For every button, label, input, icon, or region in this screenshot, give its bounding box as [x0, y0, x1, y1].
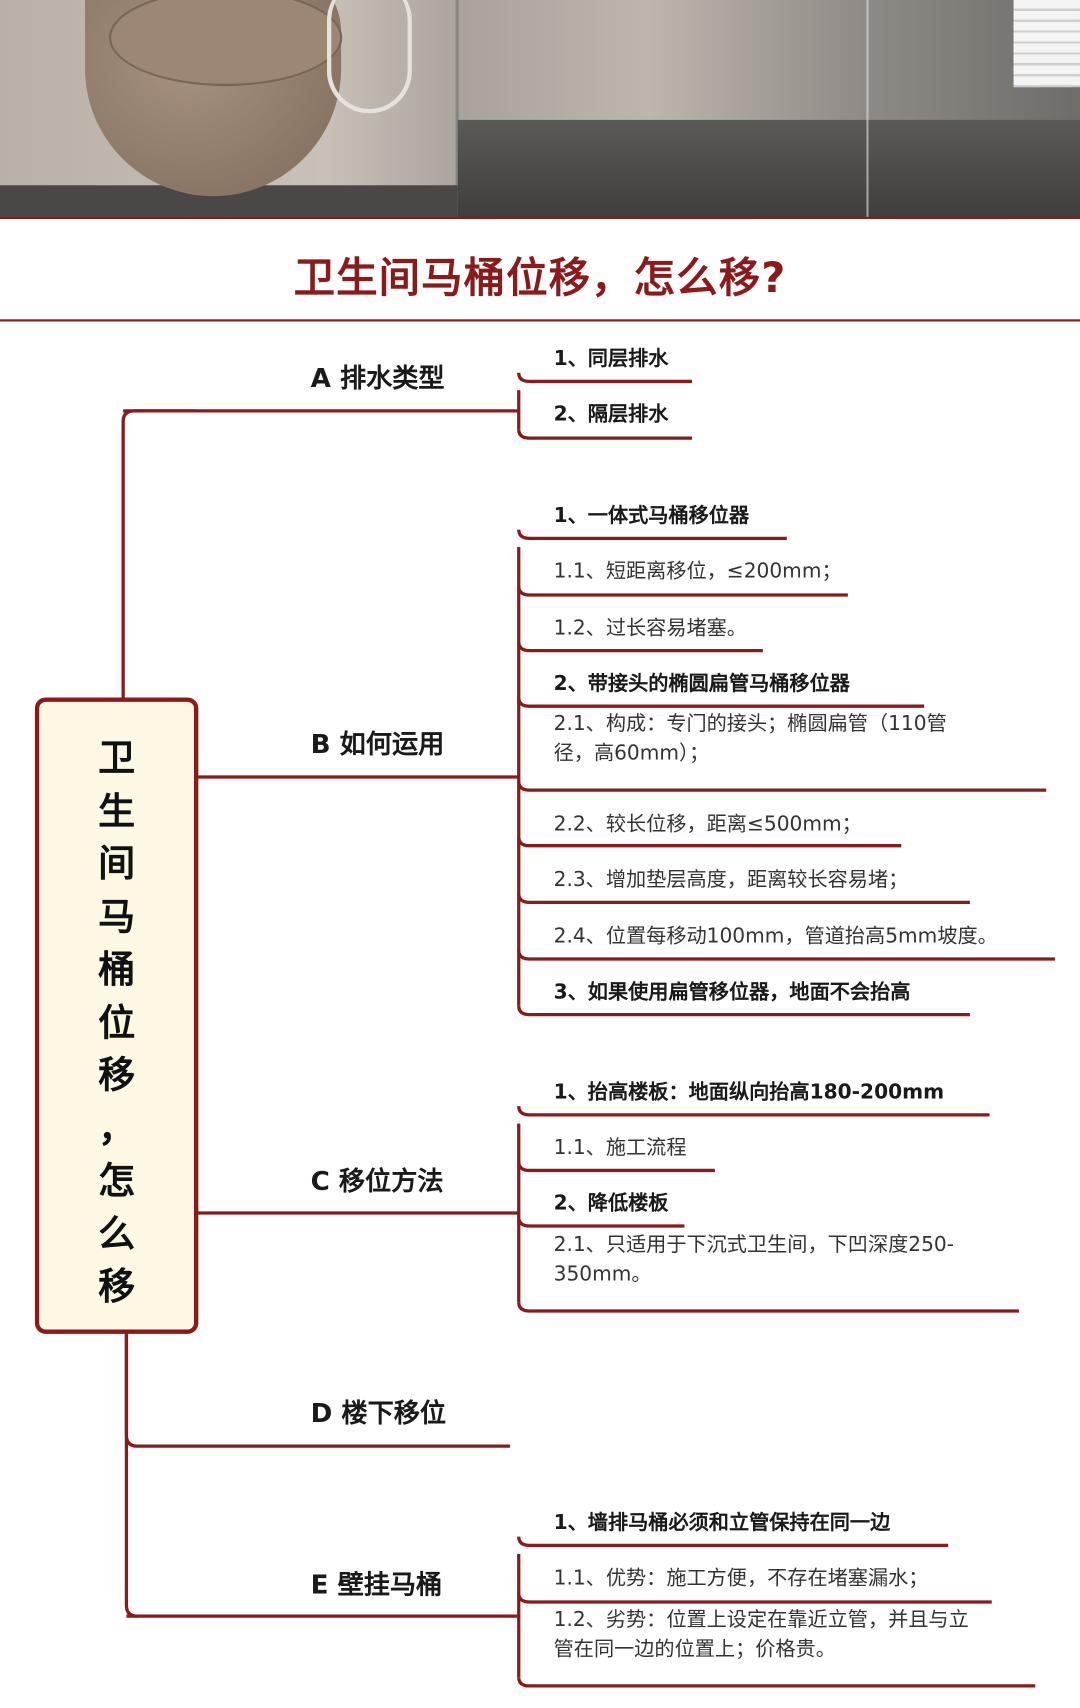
item-underline: [517, 529, 787, 540]
list-item-text: 2.3、增加垫层高度，距离较长容易堵；: [553, 868, 909, 892]
item-underline: [517, 781, 1047, 792]
list-item: 2、降低楼板: [554, 1189, 669, 1218]
list-item-text: 2、降低楼板: [553, 1192, 669, 1216]
list-item: 2.4、位置每移动100mm，管道抬高5mm坡度。: [554, 922, 998, 951]
list-item-text-line2: 径，高60mm）；: [553, 742, 710, 766]
list-item: 2、隔层排水: [554, 400, 669, 429]
item-underline: [517, 1593, 992, 1604]
list-item: 2.2、较长位移，距离≤500mm；: [554, 810, 862, 839]
list-item-text: 1、同层排水: [553, 347, 669, 371]
item-underline: [517, 1302, 1019, 1313]
root-char: 卫: [98, 736, 136, 781]
branch-label: A 排水类型: [310, 362, 445, 394]
branch-line: [124, 1329, 511, 1448]
list-item-text: 2.1、构成：专门的接头；椭圆扁管（110管: [553, 712, 947, 736]
list-item-text: 1、一体式马桶移位器: [553, 504, 750, 528]
list-item: 1.1、优势：施工方便，不存在堵塞漏水；: [554, 1564, 929, 1593]
root-char: 间: [98, 842, 136, 887]
root-node-label: 卫生间马桶位移，怎么移: [39, 732, 194, 1313]
branch-label: C 移位方法: [310, 1166, 444, 1197]
list-item: 1、墙排马桶必须和立管保持在同一边: [554, 1508, 891, 1537]
item-underline: [517, 586, 848, 597]
root-char: 移: [98, 1265, 136, 1309]
item-underline: [517, 1677, 1036, 1688]
list-item-text: 1、墙排马桶必须和立管保持在同一边: [553, 1511, 891, 1535]
root-char: 马: [98, 895, 136, 939]
list-item: 2.1、构成：专门的接头；椭圆扁管（110管径，高60mm）；: [554, 709, 947, 768]
item-underline: [517, 697, 925, 708]
list-item-text: 1、抬高楼板：地面纵向抬高180-200mm: [553, 1081, 945, 1104]
list-item-text: 2.1、只适用于下沉式卫生间，下凹深度250-: [553, 1233, 955, 1257]
list-item-text: 2.4、位置每移动100mm，管道抬高5mm坡度。: [553, 925, 998, 949]
list-item-text: 3、如果使用扁管移位器，地面不会抬高: [553, 980, 911, 1004]
item-underline: [517, 1106, 990, 1117]
root-char: 移: [98, 1053, 136, 1098]
root-node: 卫生间马桶位移，怎么移: [34, 697, 199, 1334]
divider: [0, 216, 1080, 220]
list-item-text: 2、隔层排水: [553, 403, 669, 427]
list-item: 2.3、增加垫层高度，距离较长容易堵；: [554, 865, 909, 894]
page-title: 卫生间马桶位移，怎么移?: [293, 253, 787, 302]
item-underline: [517, 372, 693, 384]
item-underline: [517, 1161, 715, 1173]
item-underline: [517, 1536, 949, 1547]
list-item-text-line2: 管在同一边的位置上；价格贵。: [553, 1637, 836, 1661]
item-underline: [517, 429, 693, 440]
list-item: 2、带接头的椭圆扁管马桶移位器: [554, 669, 850, 698]
list-item-text: 1.2、过长容易堵塞。: [553, 616, 747, 640]
list-item: 1.2、劣势：位置上设定在靠近立管，并且与立管在同一边的位置上；价格贵。: [554, 1605, 969, 1664]
list-item: 1.1、施工流程: [554, 1133, 687, 1162]
list-item-text: 1.2、劣势：位置上设定在靠近立管，并且与立: [553, 1608, 969, 1632]
list-item-text-line2: 350mm。: [553, 1263, 652, 1286]
list-item-text: 1.1、优势：施工方便，不存在堵塞漏水；: [553, 1567, 929, 1591]
list-item: 1.1、短距离移位，≤200mm；: [554, 557, 842, 586]
item-underline: [517, 1005, 970, 1017]
list-item-text: 1.1、短距离移位，≤200mm；: [553, 560, 842, 584]
header-photo: [0, 0, 1080, 218]
list-item-text: 2.2、较长位移，距离≤500mm；: [553, 812, 862, 836]
branch-label: D 楼下移位: [310, 1398, 447, 1429]
list-item: 1、一体式马桶移位器: [554, 501, 749, 530]
item-underline: [517, 1217, 685, 1228]
list-item-text: 1.1、施工流程: [553, 1136, 687, 1160]
list-item: 1、抬高楼板：地面纵向抬高180-200mm: [554, 1078, 945, 1107]
root-char: 生: [98, 789, 136, 834]
root-char: 位: [98, 1000, 136, 1045]
list-item: 3、如果使用扁管移位器，地面不会抬高: [554, 978, 911, 1007]
item-underline: [517, 641, 763, 653]
root-char: ，: [98, 1106, 136, 1151]
trunk-line: [121, 409, 197, 698]
root-char: 怎: [98, 1159, 136, 1204]
branch-label: E 壁挂马桶: [310, 1569, 443, 1600]
list-item: 1、同层排水: [554, 344, 669, 373]
divider: [0, 319, 1080, 322]
list-item: 1.2、过长容易堵塞。: [554, 614, 747, 643]
branch-label: B 如何运用: [310, 729, 445, 760]
item-underline: [517, 893, 970, 904]
item-underline: [517, 836, 902, 848]
list-item: 2.1、只适用于下沉式卫生间，下凹深度250- 350mm。: [554, 1230, 954, 1289]
list-item-text: 2、带接头的椭圆扁管马桶移位器: [553, 672, 850, 696]
item-underline: [517, 950, 1055, 961]
root-char: 桶: [98, 948, 136, 992]
root-char: 么: [98, 1212, 136, 1256]
